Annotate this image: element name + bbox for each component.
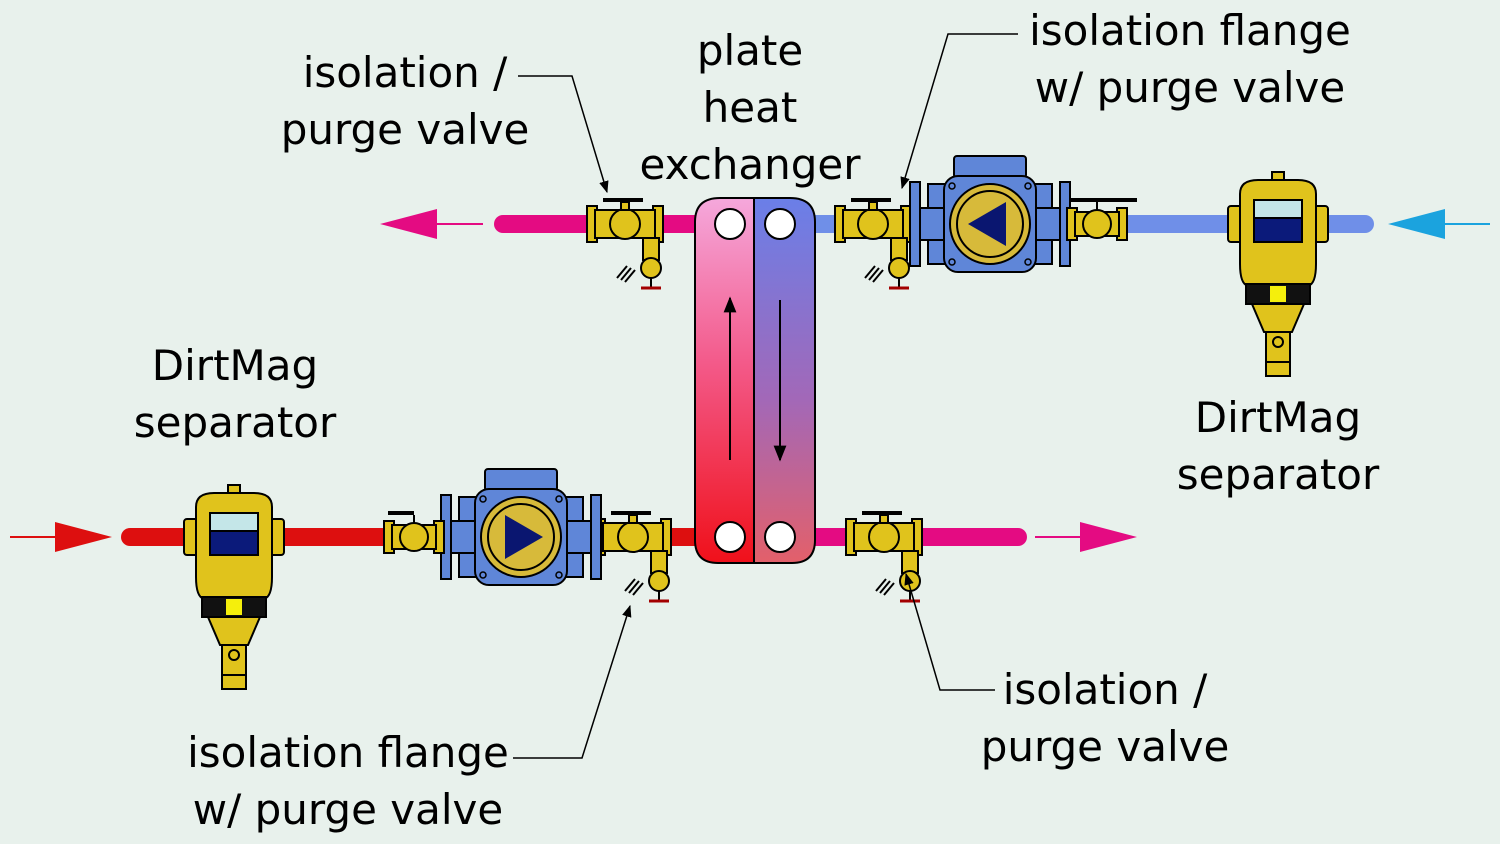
label-isolation-purge-valve-bottom: isolation / purge valve xyxy=(980,665,1230,771)
isolation-flange-purge-valve-top xyxy=(833,198,913,290)
circulator-pump-top xyxy=(909,155,1071,273)
plate-heat-exchanger xyxy=(694,197,816,564)
flow-arrow-hot-out-icon xyxy=(380,209,483,239)
leader-iso-purge-bottom xyxy=(904,572,995,691)
flow-arrow-cold-out-icon xyxy=(1035,522,1137,552)
label-plate-heat-exchanger: plate heat exchanger xyxy=(639,26,861,189)
flow-arrow-hot-in-icon xyxy=(10,522,112,552)
leader-iso-flange-top xyxy=(900,33,1018,190)
isolation-purge-valve-top xyxy=(585,198,665,290)
pump-direction-icon xyxy=(968,202,1006,246)
label-dirtmag-right: DirtMag separator xyxy=(1176,393,1380,499)
flow-arrow-cold-in-icon xyxy=(1388,209,1490,239)
leader-iso-flange-bottom xyxy=(513,604,632,759)
pump-direction-icon xyxy=(505,515,543,559)
ball-valve-bottom-left xyxy=(382,511,446,555)
label-isolation-flange-top: isolation flange w/ purge valve xyxy=(1029,6,1351,112)
label-dirtmag-left: DirtMag separator xyxy=(133,341,337,447)
circulator-pump-bottom xyxy=(440,468,602,586)
leader-iso-purge-top xyxy=(518,75,609,194)
dirtmag-separator-left xyxy=(183,484,285,690)
isolation-flange-purge-valve-bottom xyxy=(593,511,673,603)
dirtmag-separator-right xyxy=(1227,171,1329,377)
ball-valve-top-right xyxy=(1065,198,1137,242)
label-isolation-flange-bottom: isolation flange w/ purge valve xyxy=(187,728,509,834)
label-isolation-purge-valve-top: isolation / purge valve xyxy=(280,48,530,154)
